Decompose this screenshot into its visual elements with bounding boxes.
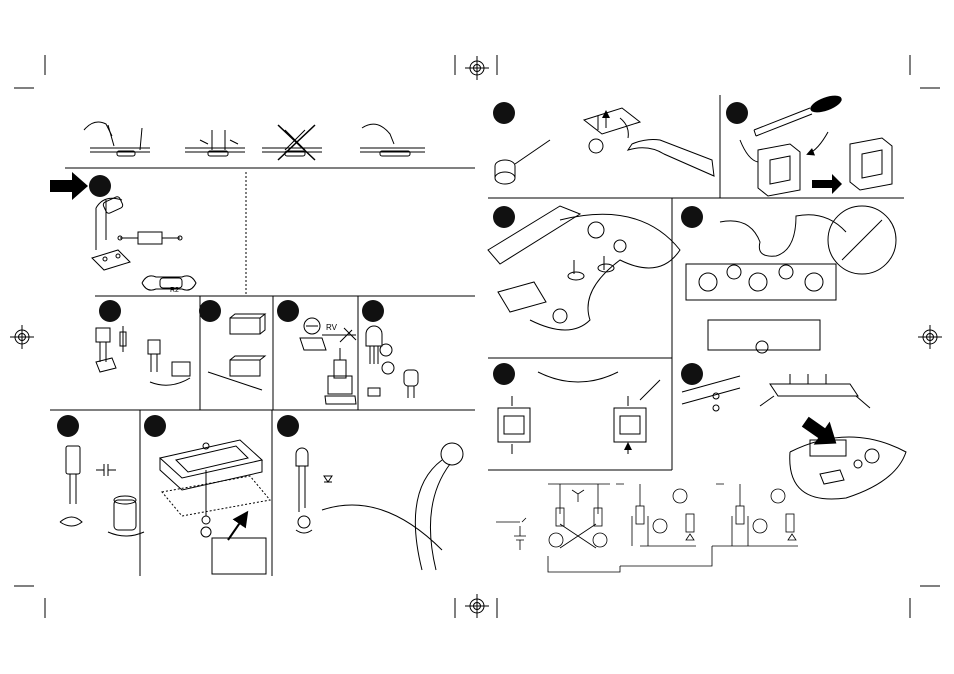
step-badge xyxy=(144,415,166,437)
arrow-right-icon xyxy=(812,174,842,194)
circuit-schematic xyxy=(496,484,798,572)
step-badge xyxy=(681,206,703,228)
cut-leads-illustration xyxy=(360,124,425,156)
panel-final-assembly xyxy=(681,363,906,499)
step-badge xyxy=(277,415,299,437)
step-badge xyxy=(277,300,299,322)
registration-mark-icon xyxy=(465,56,489,80)
panel-motor-clip xyxy=(493,363,660,454)
arrow-right-icon xyxy=(797,410,844,455)
step-badge xyxy=(89,175,111,197)
panel-transistor xyxy=(362,300,418,398)
panel-motor-mount xyxy=(488,206,680,330)
panel-led xyxy=(277,415,463,570)
panel-wheel-axles xyxy=(681,206,896,353)
step-badge xyxy=(493,102,515,124)
registration-mark-icon xyxy=(10,325,34,349)
bend-leads-illustration xyxy=(185,130,245,156)
arrow-right-icon xyxy=(50,172,88,200)
note-box xyxy=(212,538,266,574)
registration-mark-icon xyxy=(465,594,489,618)
panel-file-motor xyxy=(726,93,892,196)
hand-insert-illustration xyxy=(84,122,150,156)
panel-trimmer: RV xyxy=(277,300,356,404)
step-badge xyxy=(726,102,748,124)
registration-mark-icon xyxy=(918,325,942,349)
panel-connector xyxy=(199,300,265,390)
wrong-insertion-illustration xyxy=(262,125,322,160)
panel-led-sensor xyxy=(96,300,190,385)
step-badge xyxy=(57,415,79,437)
step-resistor: R2 xyxy=(50,172,196,294)
step-badge xyxy=(493,363,515,385)
panel-capacitor xyxy=(57,415,144,536)
step-badge xyxy=(362,300,384,322)
resistor-code-label: R2 xyxy=(170,287,179,294)
panel-solder-tip xyxy=(493,102,714,184)
trimmer-label: RV xyxy=(326,323,338,332)
step-badge xyxy=(199,300,221,322)
crop-marks xyxy=(14,55,940,618)
panel-battery-holder xyxy=(144,415,270,574)
step-badge xyxy=(493,206,515,228)
step-badge xyxy=(99,300,121,322)
step-badge xyxy=(681,363,703,385)
insertion-examples-row xyxy=(84,122,425,160)
